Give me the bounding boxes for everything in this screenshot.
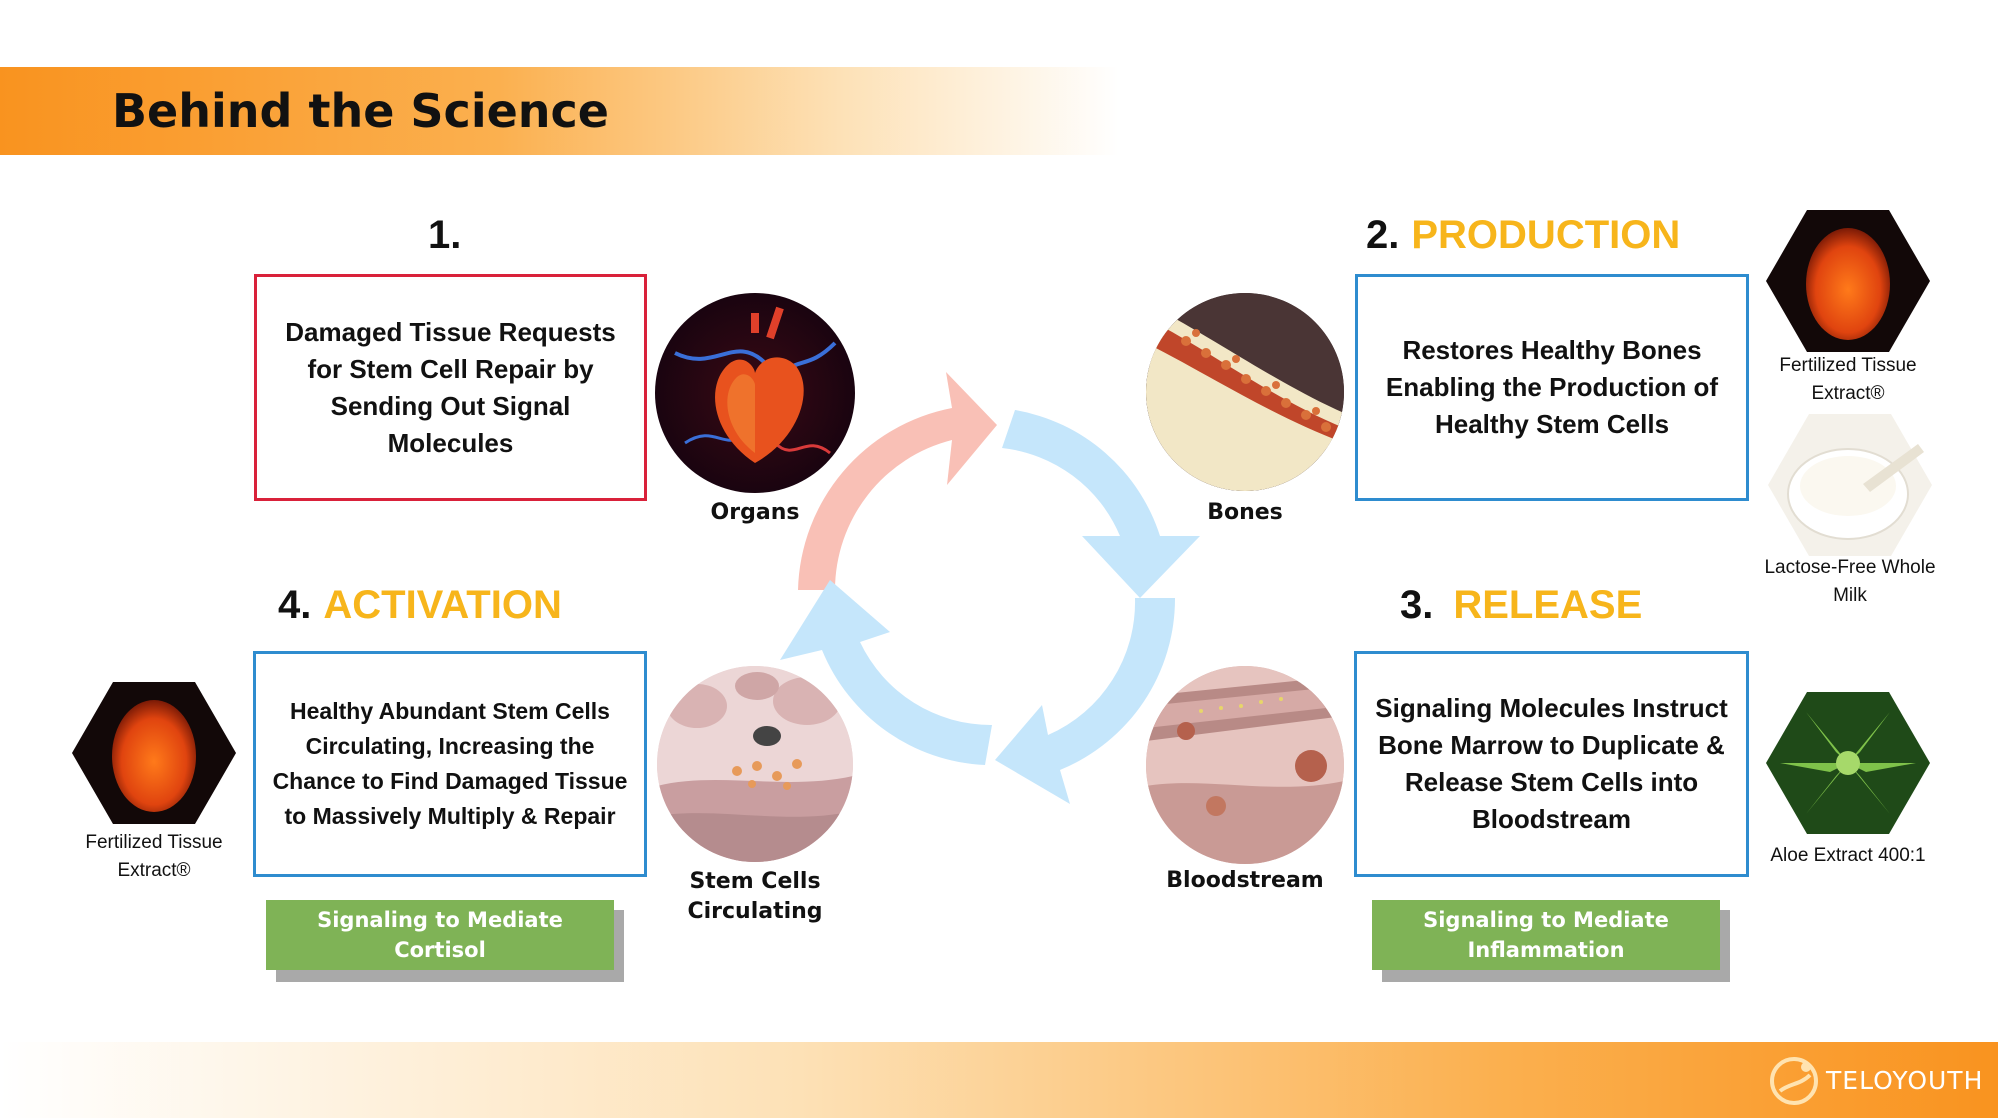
step-4-box: Healthy Abundant Stem Cells Circulating,… bbox=[253, 651, 647, 877]
bone-marrow-icon bbox=[1146, 293, 1344, 491]
step-2-box: Restores Healthy Bones Enabling the Prod… bbox=[1355, 274, 1749, 501]
footer-band bbox=[0, 1042, 1998, 1118]
step-2-text: Restores Healthy Bones Enabling the Prod… bbox=[1385, 335, 1719, 439]
fertilized-top-label: Fertilized Tissue Extract® bbox=[1779, 355, 1917, 404]
step-4-text: Healthy Abundant Stem Cells Circulating,… bbox=[272, 698, 628, 829]
step-3-number: 3. bbox=[1400, 583, 1434, 627]
step-2-number: 2. bbox=[1366, 213, 1400, 257]
bloodstream-icon bbox=[1146, 666, 1344, 864]
page-title: Behind the Science bbox=[112, 84, 609, 138]
brand-name: TELOYOUTH bbox=[1826, 1066, 1984, 1095]
organs-image bbox=[655, 293, 855, 493]
step-1-number: 1. bbox=[428, 213, 462, 257]
cycle-arrow-upper-right bbox=[1002, 410, 1200, 598]
heart-icon bbox=[674, 306, 837, 463]
step-3-text: Signaling Molecules Instruct Bone Marrow… bbox=[1375, 693, 1728, 834]
step-3-box: Signaling Molecules Instruct Bone Marrow… bbox=[1354, 651, 1749, 877]
cycle-arrow-pink bbox=[798, 372, 997, 590]
bloodstream-label: Bloodstream bbox=[1166, 868, 1324, 893]
cycle-arrow-lower-right bbox=[995, 598, 1176, 804]
step-4-heading: 4.ACTIVATION bbox=[278, 580, 562, 630]
step-3-heading: 3. RELEASE bbox=[1400, 580, 1642, 630]
stem-cells-icon bbox=[657, 666, 853, 862]
step-3-word: RELEASE bbox=[1453, 583, 1643, 627]
teloyouth-logo-icon bbox=[1770, 1057, 1818, 1105]
inflammation-text: Signaling to Mediate Inflammation bbox=[1423, 908, 1669, 962]
cycle-arrows bbox=[780, 372, 1200, 804]
step-2-heading: 2.PRODUCTION bbox=[1366, 210, 1680, 260]
aloe-label: Aloe Extract 400:1 bbox=[1770, 845, 1926, 866]
stem-cells-label: Stem Cells Circulating bbox=[687, 869, 823, 924]
bloodstream-image bbox=[1146, 666, 1344, 864]
milk-label: Lactose-Free Whole Milk bbox=[1764, 557, 1936, 606]
milk-powder-icon bbox=[1768, 414, 1932, 556]
fertilized-egg-icon bbox=[1766, 210, 1930, 352]
fertilized-egg-left-icon bbox=[72, 682, 236, 824]
cycle-arrow-lower-left bbox=[780, 580, 992, 765]
bones-image bbox=[1146, 293, 1344, 491]
aloe-icon bbox=[1766, 692, 1930, 834]
inflammation-bar: Signaling to Mediate Inflammation bbox=[1372, 900, 1720, 970]
step-1-heading: 1. bbox=[428, 210, 461, 260]
step-4-number: 4. bbox=[278, 583, 312, 627]
step-1-box: Damaged Tissue Requests for Stem Cell Re… bbox=[254, 274, 647, 501]
cortisol-bar: Signaling to Mediate Cortisol bbox=[266, 900, 614, 970]
step-1-text: Damaged Tissue Requests for Stem Cell Re… bbox=[285, 316, 616, 458]
step-2-word: PRODUCTION bbox=[1411, 213, 1681, 257]
bones-label: Bones bbox=[1207, 500, 1283, 525]
fertilized-left-label: Fertilized Tissue Extract® bbox=[85, 832, 223, 881]
cortisol-text: Signaling to Mediate Cortisol bbox=[317, 908, 563, 962]
stem-cells-image bbox=[657, 666, 853, 862]
organs-label: Organs bbox=[710, 500, 800, 525]
step-4-word: ACTIVATION bbox=[323, 583, 562, 627]
header-band bbox=[0, 67, 1998, 155]
